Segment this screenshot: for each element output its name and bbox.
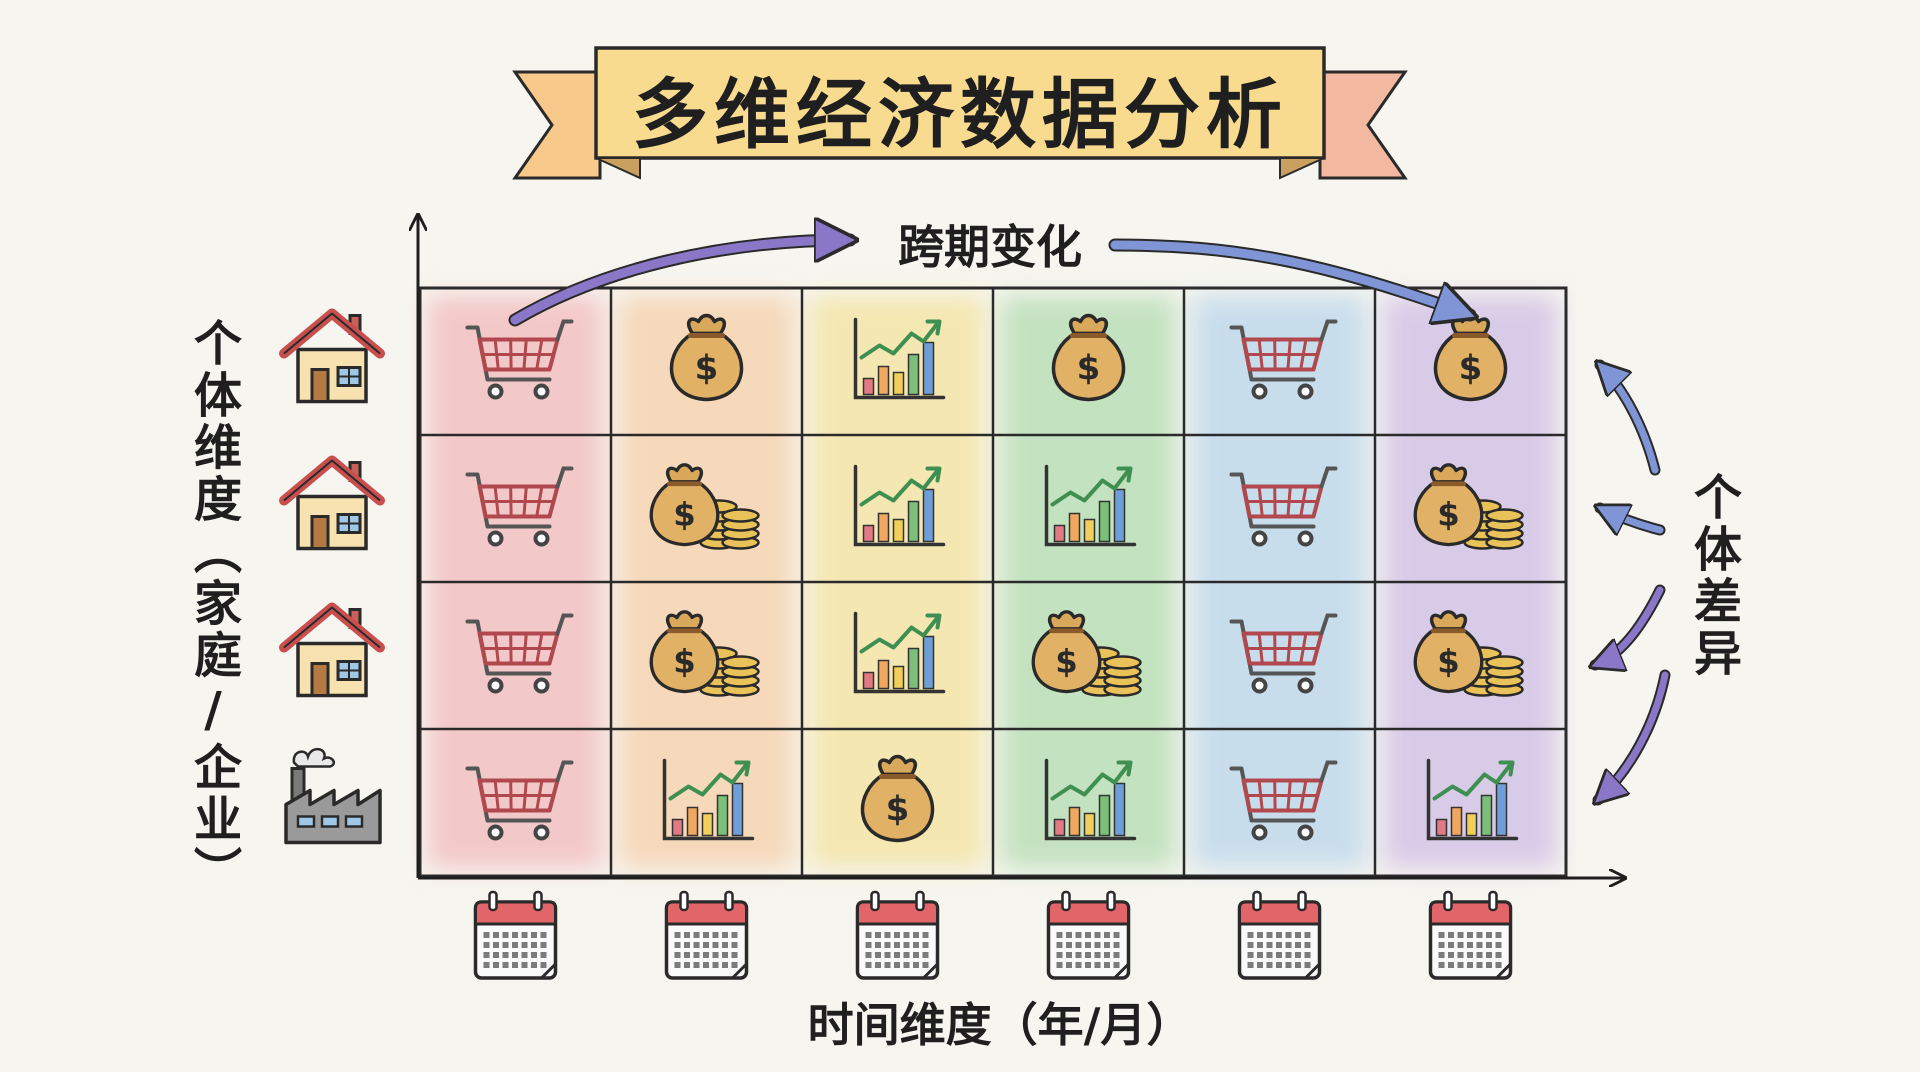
bar-chart-icon xyxy=(1426,758,1519,841)
bar-chart-icon xyxy=(853,464,946,547)
calendar-icon xyxy=(855,890,940,980)
individual-difference-arrows xyxy=(1595,365,1671,800)
svg-text:$: $ xyxy=(1459,349,1483,389)
house-icon xyxy=(279,455,385,551)
title-ribbon xyxy=(512,46,1408,180)
cart-icon xyxy=(465,466,574,547)
house-icon xyxy=(279,602,385,698)
money-coins-icon: $ xyxy=(1031,610,1142,697)
bar-chart-icon xyxy=(853,611,946,694)
money-coins-icon: $ xyxy=(649,610,760,697)
svg-text:$: $ xyxy=(1055,643,1077,681)
money-bag-icon: $ xyxy=(1051,313,1126,402)
money-bag-icon: $ xyxy=(860,754,935,843)
y-axis-label: 个体维度（家庭/企业） xyxy=(185,318,241,898)
cart-icon xyxy=(1229,760,1338,841)
calendar-icon xyxy=(1237,890,1322,980)
svg-text:$: $ xyxy=(1437,496,1459,534)
cart-icon xyxy=(465,613,574,694)
money-coins-icon: $ xyxy=(1413,610,1524,697)
bar-chart-icon xyxy=(1044,758,1137,841)
calendar-icon xyxy=(664,890,749,980)
factory-icon xyxy=(284,747,382,845)
money-coins-icon: $ xyxy=(649,463,760,550)
money-bag-icon: $ xyxy=(669,313,744,402)
entity-icons xyxy=(279,308,385,845)
cart-icon xyxy=(465,319,574,400)
svg-text:$: $ xyxy=(695,349,719,389)
period-change-label: 跨期变化 xyxy=(898,220,1082,274)
calendar-icon xyxy=(473,890,558,980)
svg-text:$: $ xyxy=(673,643,695,681)
bar-chart-icon xyxy=(662,758,755,841)
svg-text:$: $ xyxy=(1437,643,1459,681)
period-arrow-left xyxy=(510,240,850,325)
house-icon xyxy=(279,308,385,404)
x-axis-label: 时间维度（年/月） xyxy=(807,998,1193,1052)
period-icons xyxy=(473,890,1513,980)
calendar-icon xyxy=(1428,890,1513,980)
svg-text:$: $ xyxy=(1077,349,1101,389)
money-coins-icon: $ xyxy=(1413,463,1524,550)
cell-icons: $ $ $ $ $ $ $ $ $ xyxy=(465,313,1524,843)
cart-icon xyxy=(1229,466,1338,547)
calendar-icon xyxy=(1046,890,1131,980)
cart-icon xyxy=(465,760,574,841)
bar-chart-icon xyxy=(1044,464,1137,547)
grid-lines xyxy=(418,286,1568,878)
individual-difference-label: 个体差异 xyxy=(1685,472,1741,680)
svg-text:$: $ xyxy=(886,790,910,830)
svg-text:$: $ xyxy=(673,496,695,534)
page-title: 多维经济数据分析 xyxy=(632,70,1288,159)
period-arrow-right xyxy=(1110,240,1470,315)
bar-chart-icon xyxy=(853,317,946,400)
cart-icon xyxy=(1229,319,1338,400)
cart-icon xyxy=(1229,613,1338,694)
